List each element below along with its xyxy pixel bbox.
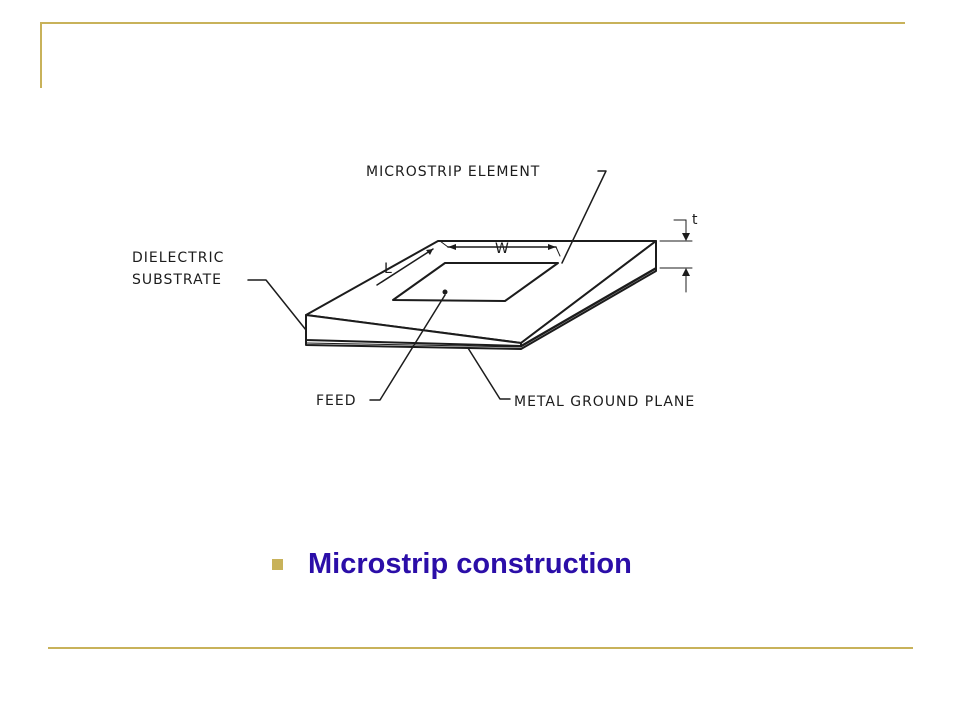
label-microstrip-element: MICROSTRIP ELEMENT xyxy=(366,164,540,180)
label-substrate: SUBSTRATE xyxy=(132,272,222,288)
microstrip-diagram: MICROSTRIP ELEMENT DIELECTRIC SUBSTRATE … xyxy=(132,164,698,410)
ground-plane-inner xyxy=(305,268,657,348)
feed-point xyxy=(442,289,448,295)
ground-plane-leader xyxy=(467,347,511,400)
label-l: L xyxy=(384,261,392,277)
dielectric-leader xyxy=(247,279,307,331)
microstrip-element-leader xyxy=(561,170,607,264)
label-t: t xyxy=(692,212,698,228)
patch-element xyxy=(392,262,559,302)
label-feed: FEED xyxy=(316,393,357,409)
feed-leader xyxy=(369,294,446,401)
top-accent-line xyxy=(40,22,905,24)
label-metal-ground-plane: METAL GROUND PLANE xyxy=(514,394,695,410)
l-dimension-line xyxy=(376,248,434,286)
caption-text: Microstrip construction xyxy=(308,547,632,580)
caption-line: Microstrip construction xyxy=(272,544,632,584)
bottom-accent-line xyxy=(48,647,913,649)
label-w: W xyxy=(495,241,509,257)
square-bullet-icon xyxy=(272,558,283,570)
left-accent-line xyxy=(40,22,42,88)
label-dielectric: DIELECTRIC xyxy=(132,250,224,266)
